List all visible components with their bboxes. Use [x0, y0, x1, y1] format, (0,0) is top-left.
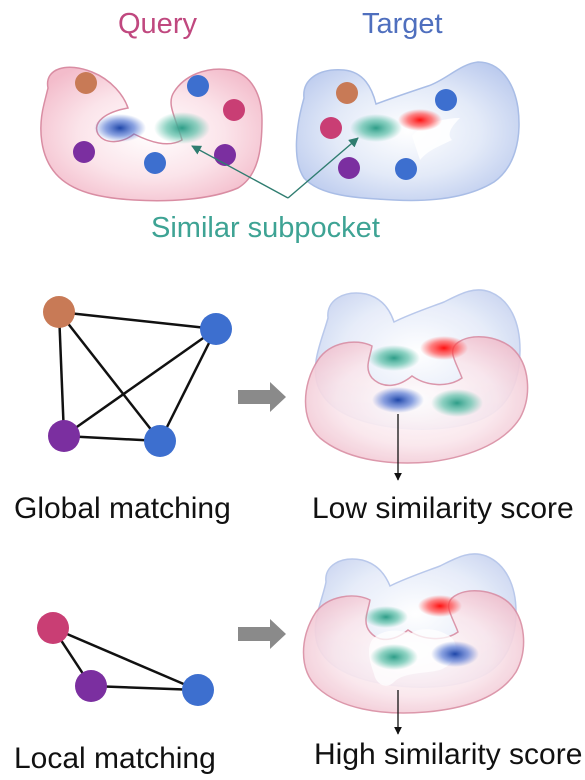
global-red-spot [420, 336, 468, 360]
local-node-blue [182, 674, 214, 706]
low-similarity-label: Low similarity score [312, 492, 574, 525]
local-matching-label: Local matching [14, 742, 216, 775]
similar-subpocket-label: Similar subpocket [151, 212, 380, 244]
local-teal-spot-bottom [370, 644, 418, 670]
local-red-spot [418, 595, 462, 617]
query-similar-subpocket [154, 112, 210, 144]
query-pocket [40, 66, 263, 202]
target-orange-atom [336, 82, 358, 104]
global-edge [58, 310, 217, 331]
target-blue-atom-bottom [395, 158, 417, 180]
target-purple-atom [338, 157, 360, 179]
global-node-purple [48, 420, 80, 452]
query-blue-subpocket [94, 114, 146, 142]
query-orange-atom [75, 72, 97, 94]
local-teal-spot-top [364, 606, 408, 628]
global-node-orange [43, 296, 75, 328]
global-teal-spot-bottom [431, 389, 483, 417]
target-blue-atom-top [435, 89, 457, 111]
query-blue-atom-bottom [144, 152, 166, 174]
similar-subpocket-arrows [191, 137, 359, 199]
global-graph-nodes [43, 296, 232, 457]
global-edge [63, 434, 161, 443]
local-arrow-icon [238, 619, 286, 649]
target-similar-subpocket [350, 114, 402, 142]
global-edge [57, 311, 66, 437]
query-pocket-shape [40, 66, 263, 202]
local-overlay [302, 553, 525, 735]
global-teal-spot-top [368, 345, 420, 371]
local-blue-spot [431, 641, 479, 667]
global-blue-spot [372, 387, 424, 413]
local-node-purple [75, 670, 107, 702]
local-graph [51, 626, 199, 692]
query-purple-atom-right [214, 144, 236, 166]
query-blue-atom-top [187, 75, 209, 97]
target-red-subpocket [398, 109, 442, 131]
local-node-pink [37, 612, 69, 644]
global-overlay [304, 289, 529, 481]
local-edge [52, 626, 187, 687]
query-purple-atom-left [73, 141, 95, 163]
global-node-blue-bottom [144, 425, 176, 457]
target-pocket [295, 61, 520, 202]
query-title: Query [118, 8, 197, 40]
global-arrow-icon [238, 382, 286, 412]
local-graph-nodes [37, 612, 214, 706]
query-pink-atom [223, 99, 245, 121]
global-graph [57, 310, 218, 443]
arrow-to-query-subpocket [191, 145, 289, 199]
global-node-blue-top [200, 313, 232, 345]
global-edge [63, 327, 217, 438]
high-similarity-label: High similarity score [314, 738, 583, 771]
target-title: Target [362, 8, 443, 40]
global-edge [58, 311, 161, 442]
local-edge [90, 684, 199, 692]
global-edge [158, 328, 218, 442]
global-matching-label: Global matching [14, 492, 231, 525]
arrow-to-target-subpocket [287, 137, 359, 199]
target-pink-atom [320, 117, 342, 139]
